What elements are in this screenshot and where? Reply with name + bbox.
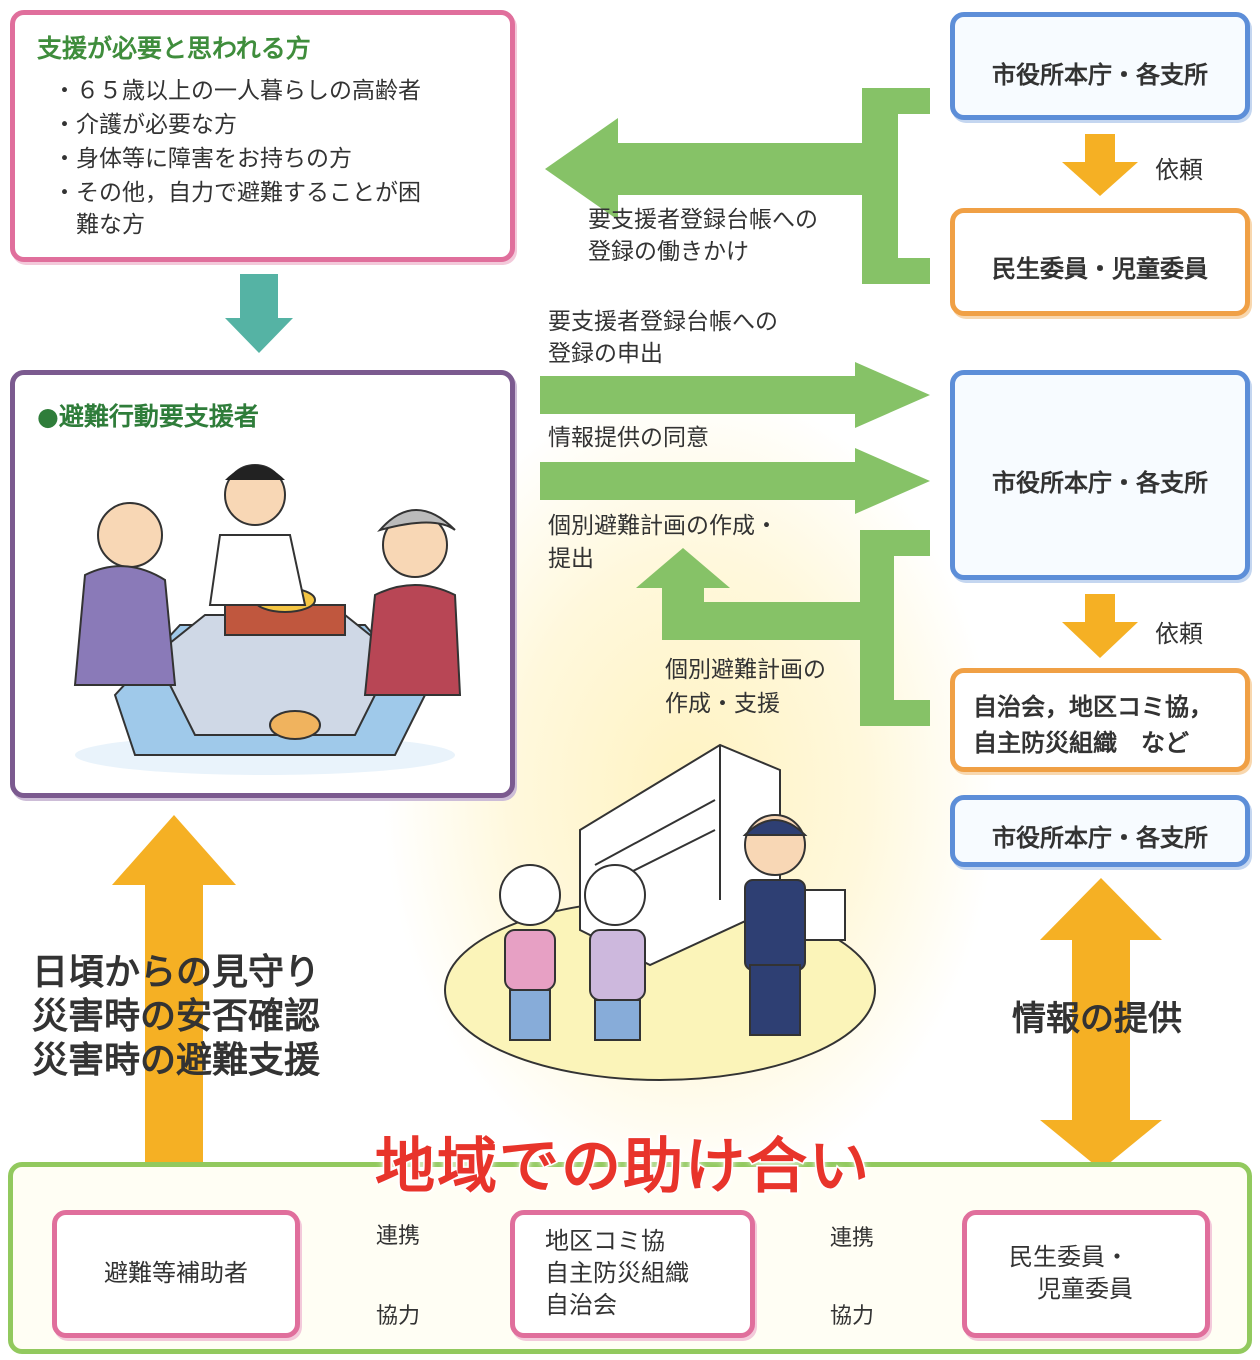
jichikai-line-1: 自治会，地区コミ協，	[973, 693, 1213, 721]
community-title: 地域での助け合い	[374, 1131, 871, 1204]
minsei-box: 民生委員・児童委員	[950, 208, 1250, 316]
request-label: 依頼	[1155, 620, 1203, 648]
minsei-bottom-box: 民生委員・ 児童委員	[962, 1210, 1210, 1338]
city-office-label: 市役所本庁・各支所	[992, 824, 1208, 852]
plan-support-label: 個別避難計画の	[665, 657, 826, 683]
evacuee-title: ●避難行動要支援者	[37, 402, 259, 431]
cooperate-label-left: 連携	[376, 1224, 421, 1249]
request-label: 依頼	[1155, 156, 1203, 184]
jichikai-box: 自治会，地区コミ協， 自主防災組織 など	[950, 668, 1250, 772]
register-apply-label: 要支援者登録台帳への	[548, 309, 778, 335]
community-org-line-3: 自治会	[545, 1291, 617, 1319]
register-encourage-label: 要支援者登録台帳への	[588, 207, 818, 233]
register-encourage-label: 登録の働きかけ	[588, 239, 749, 265]
support-needed-title: 支援が必要と思われる方	[37, 34, 311, 63]
plan-submit-label: 個別避難計画の作成・	[548, 513, 778, 539]
support-needed-item: ・身体等に障害をお持ちの方	[53, 146, 352, 172]
register-apply-label: 登録の申出	[548, 341, 663, 367]
support-needed-box: 支援が必要と思われる方 ・６５歳以上の一人暮らしの高齢者 ・介護が必要な方 ・身…	[10, 10, 515, 262]
teal-down-arrow	[225, 274, 293, 353]
support-needed-item: 難な方	[53, 212, 145, 238]
support-needed-item: ・介護が必要な方	[53, 112, 237, 138]
consent-label: 情報提供の同意	[548, 425, 709, 451]
evacuating-people-icon	[499, 814, 846, 1041]
city-office-box-bottom: 市役所本庁・各支所	[950, 795, 1250, 867]
watch-line-3: 災害時の避難支援	[32, 1040, 321, 1081]
evacuee-box: ●避難行動要支援者	[10, 370, 515, 798]
community-org-line-2: 自主防災組織	[545, 1259, 689, 1287]
help-label-left: 協力	[376, 1304, 421, 1329]
helper-box: 避難等補助者	[52, 1210, 300, 1338]
watch-arrow	[112, 815, 236, 1170]
minsei-bottom-line-1: 民生委員・	[1009, 1243, 1129, 1271]
request-arrow-middle	[1062, 594, 1138, 658]
plan-submit-label: 提出	[548, 546, 594, 572]
support-needed-item: ・その他，自力で避難することが困	[53, 180, 421, 206]
care-scene-icon	[73, 464, 462, 775]
city-office-box-top: 市役所本庁・各支所	[950, 12, 1250, 120]
city-office-label: 市役所本庁・各支所	[992, 61, 1208, 89]
encourage-arrow	[545, 88, 930, 284]
info-arrow	[1040, 878, 1162, 1170]
cooperate-label-right: 連携	[830, 1226, 875, 1251]
minsei-label: 民生委員・児童委員	[992, 255, 1208, 283]
city-office-label: 市役所本庁・各支所	[992, 469, 1208, 497]
jichikai-line-2: 自主防災組織 など	[973, 729, 1189, 757]
support-needed-item: ・６５歳以上の一人暮らしの高齢者	[53, 78, 421, 104]
helper-label: 避難等補助者	[104, 1259, 248, 1287]
info-provide-label: 情報の提供	[1012, 999, 1182, 1039]
watch-line-2: 災害時の安否確認	[32, 996, 321, 1037]
help-label-right: 協力	[830, 1304, 875, 1329]
plan-support-label: 作成・支援	[665, 691, 780, 717]
minsei-bottom-line-2: 児童委員	[1037, 1275, 1133, 1303]
consent-arrow	[540, 448, 930, 514]
request-arrow-top	[1062, 134, 1138, 196]
city-office-box-middle: 市役所本庁・各支所	[950, 370, 1250, 580]
apply-arrow	[540, 362, 930, 428]
watch-line-1: 日頃からの見守り	[32, 952, 321, 993]
plan-support-arrow	[636, 530, 930, 726]
community-org-line-1: 地区コミ協	[545, 1227, 665, 1255]
community-org-box: 地区コミ協 自主防災組織 自治会	[510, 1210, 755, 1338]
